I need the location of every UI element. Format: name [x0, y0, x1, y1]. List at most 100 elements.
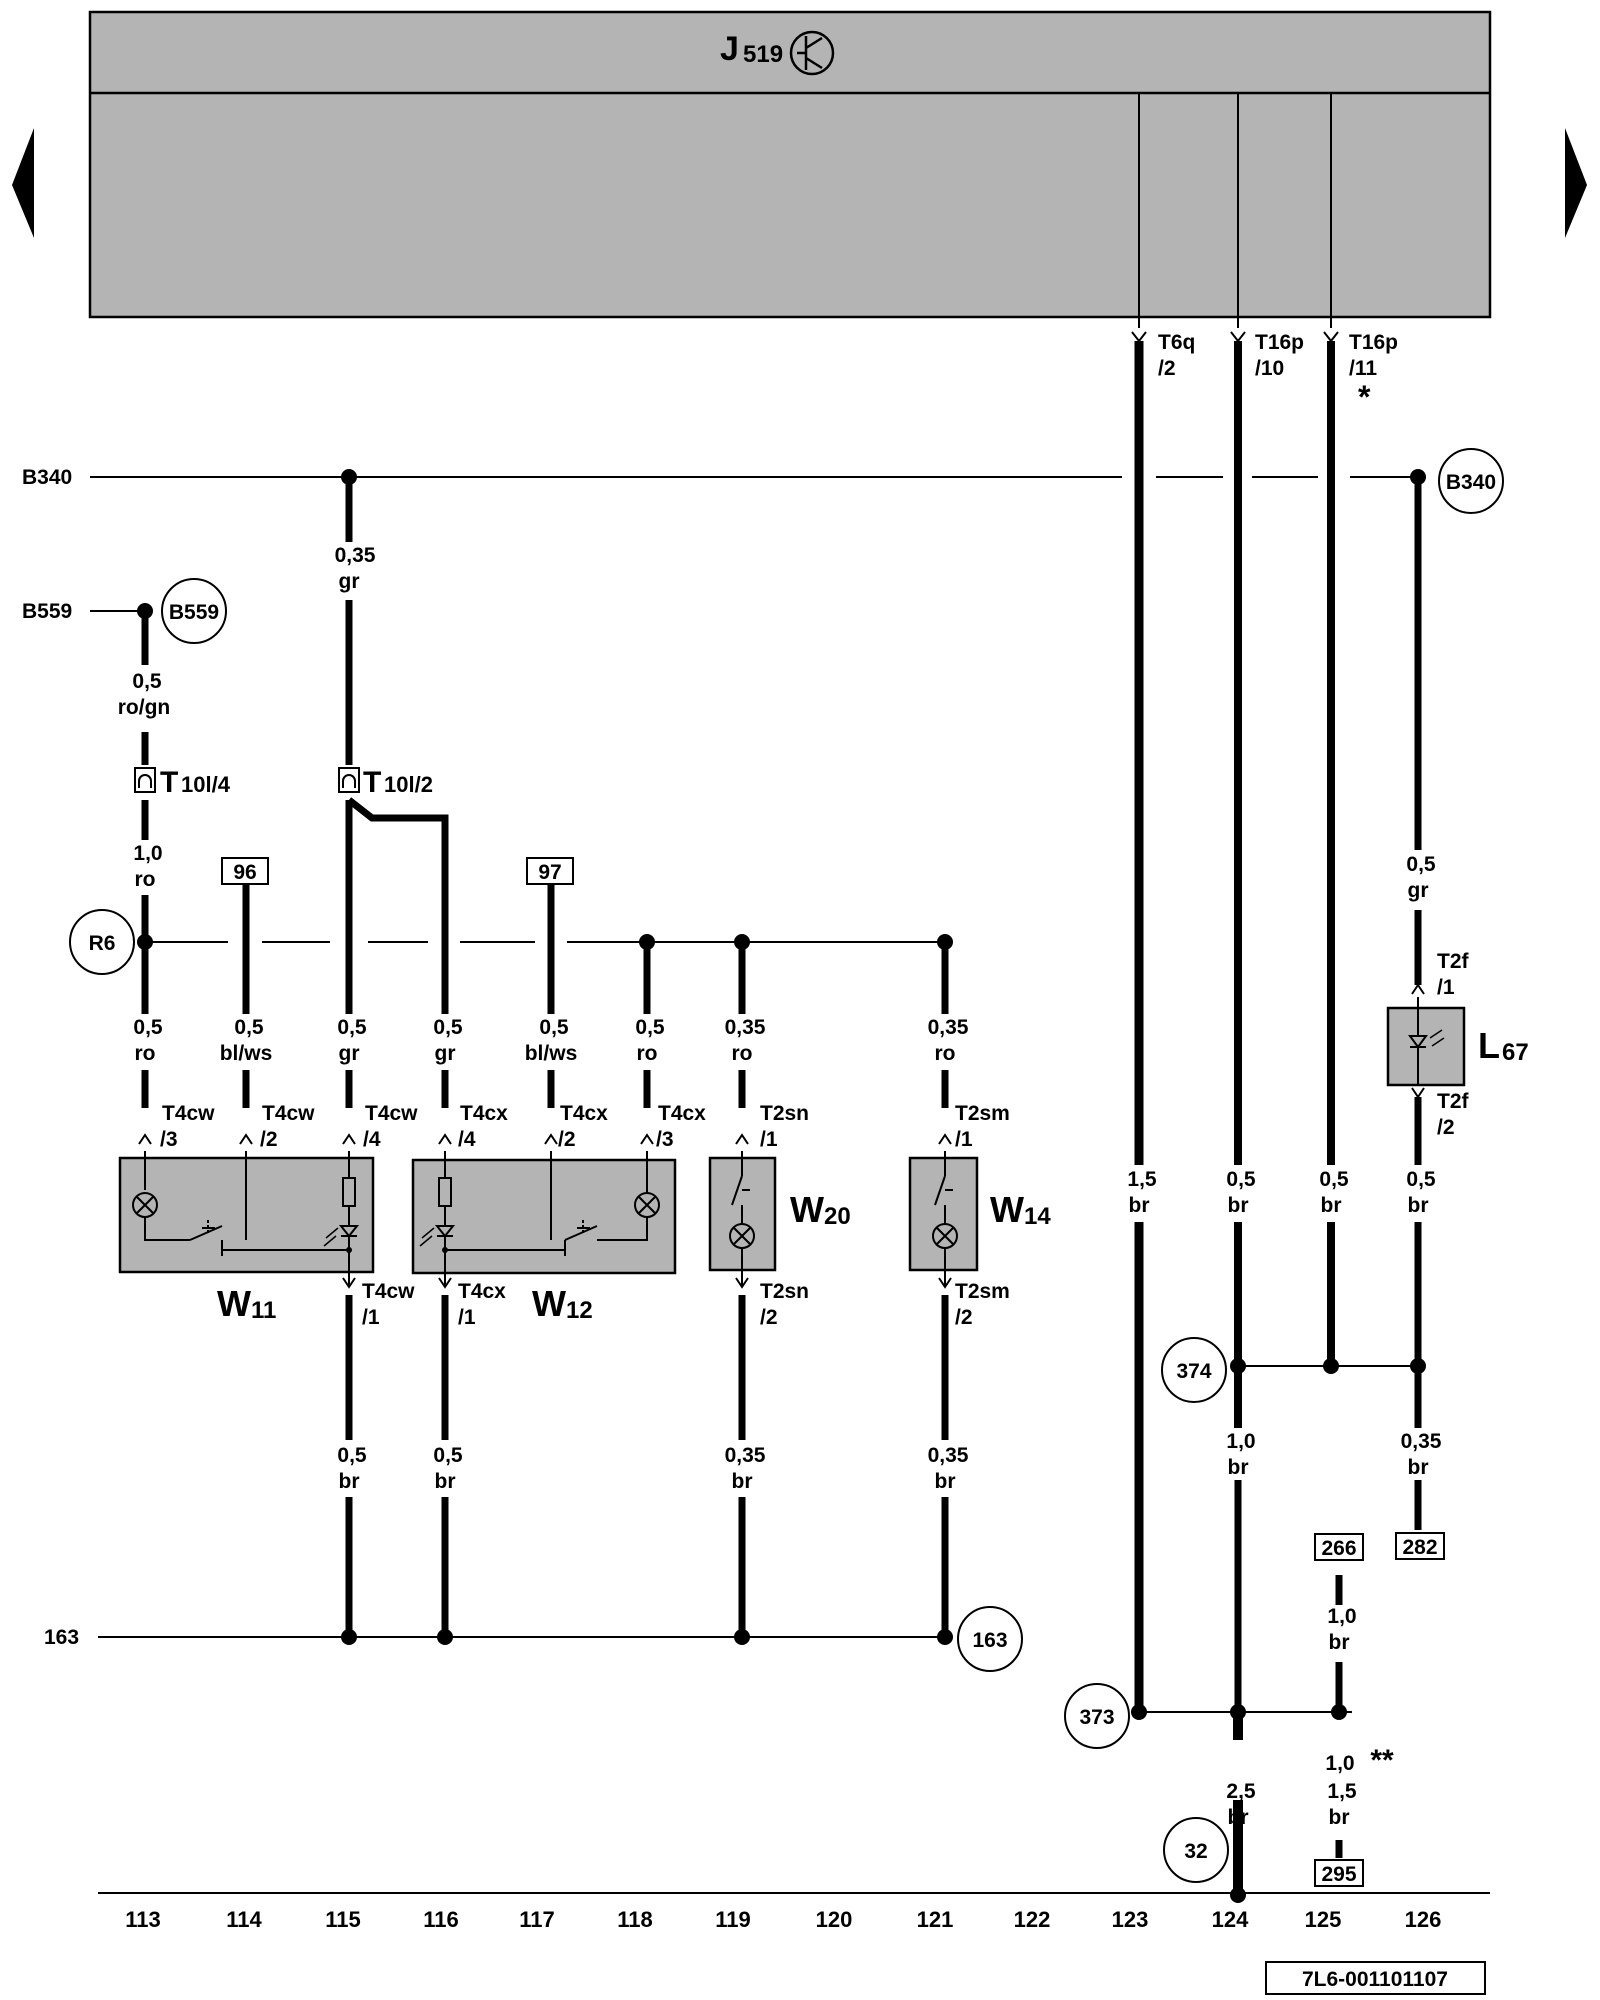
svg-text:R6: R6 [89, 932, 116, 955]
switch-icon [731, 1175, 750, 1206]
connector-t10l-4: T 10l/4 [134, 766, 231, 799]
svg-text:/2: /2 [260, 1128, 278, 1151]
svg-text:br: br [1408, 1194, 1429, 1217]
svg-text:0,35: 0,35 [335, 544, 376, 567]
junction-373: 373 [1064, 1683, 1352, 1749]
svg-text:br: br [339, 1470, 360, 1493]
svg-text:282: 282 [1402, 1536, 1437, 1559]
ground-32: 32 [1163, 1817, 1246, 1903]
svg-text:br: br [435, 1470, 456, 1493]
lamp-icon [729, 1223, 755, 1249]
component-l67: L 67 [1386, 997, 1529, 1087]
column-numbers: 113 114 115 116 117 118 119 120 121 122 … [125, 1907, 1441, 1932]
svg-text:0,35: 0,35 [725, 1016, 766, 1039]
svg-text:bl/ws: bl/ws [220, 1042, 273, 1065]
svg-text:0,5: 0,5 [1406, 853, 1436, 876]
svg-text:T2sm: T2sm [955, 1280, 1010, 1303]
svg-text:T4cw: T4cw [262, 1102, 315, 1125]
svg-text:br: br [1329, 1631, 1350, 1654]
component-label-w14: W [990, 1189, 1024, 1230]
svg-text:1,5: 1,5 [1127, 1168, 1157, 1191]
svg-text:T6q: T6q [1158, 331, 1195, 354]
svg-text:/1: /1 [1437, 976, 1455, 999]
svg-text:/1: /1 [458, 1306, 476, 1329]
svg-text:1,0: 1,0 [133, 842, 162, 865]
svg-text:97: 97 [538, 861, 561, 884]
rail-r6: R6 [69, 909, 953, 975]
svg-text:115: 115 [325, 1907, 361, 1932]
previous-page-arrow-icon[interactable] [12, 128, 34, 238]
svg-text:0,5: 0,5 [337, 1016, 367, 1039]
svg-text:0,5: 0,5 [132, 670, 162, 693]
svg-text:br: br [1228, 1456, 1249, 1479]
component-label-w20: W [790, 1189, 824, 1230]
junction-374: 374 [1161, 1337, 1426, 1403]
svg-text:11: 11 [251, 1297, 276, 1324]
svg-text:**: ** [1370, 1744, 1394, 1777]
svg-text:116: 116 [423, 1907, 459, 1932]
svg-text:114: 114 [226, 1907, 262, 1932]
electronic-unit-icon [789, 30, 835, 76]
svg-text:br: br [1228, 1806, 1249, 1829]
svg-text:119: 119 [715, 1907, 751, 1932]
svg-text:ro: ro [637, 1042, 658, 1065]
svg-text:0,35: 0,35 [725, 1444, 766, 1467]
component-w14: W 14 [908, 1151, 1051, 1287]
component-label-l67: L [1478, 1025, 1500, 1066]
control-unit-j519: J 519 [88, 10, 1492, 319]
pin-labels: T4cw /3 T4cw /2 T4cw /4 T4cw /1 T4cx /4 … [160, 950, 1470, 1329]
svg-text:124: 124 [1212, 1907, 1249, 1932]
svg-text:ro: ro [135, 1042, 156, 1065]
switch-icon [564, 1220, 598, 1241]
connector-t10l-2: T 10l/2 [338, 766, 433, 799]
svg-text:0,5: 0,5 [1406, 1168, 1436, 1191]
svg-text:1,0: 1,0 [1226, 1430, 1255, 1453]
svg-text:ro: ro [935, 1042, 956, 1065]
led-icon [1408, 1029, 1445, 1049]
svg-text:0,5: 0,5 [1226, 1168, 1256, 1191]
svg-text:295: 295 [1321, 1863, 1356, 1886]
control-unit-label: J [720, 30, 739, 68]
svg-text:T: T [160, 766, 178, 799]
svg-text:T4cw: T4cw [365, 1102, 418, 1125]
svg-text:/11: /11 [1349, 357, 1377, 380]
ref-box-97: 97 [526, 857, 574, 885]
next-page-arrow-icon[interactable] [1565, 128, 1587, 238]
svg-text:ro: ro [135, 868, 156, 891]
svg-text:/4: /4 [458, 1128, 476, 1151]
lamp-icon [634, 1192, 660, 1218]
svg-text:T2sm: T2sm [955, 1102, 1010, 1125]
document-id: 7L6-001101107 [1265, 1961, 1486, 1995]
svg-text:T16p: T16p [1349, 331, 1398, 354]
svg-text:/2: /2 [955, 1306, 973, 1329]
svg-text:374: 374 [1176, 1360, 1211, 1383]
svg-text:/3: /3 [656, 1128, 674, 1151]
svg-text:/3: /3 [160, 1128, 178, 1151]
svg-text:/2: /2 [760, 1306, 778, 1329]
svg-text:10l/2: 10l/2 [384, 772, 433, 797]
connector-t16p-11: T16p /11 * [1349, 331, 1398, 415]
rail-b340: B340 B340 [22, 448, 1504, 514]
svg-text:/2: /2 [1158, 357, 1176, 380]
svg-text:0,5: 0,5 [234, 1016, 264, 1039]
component-w20: W 20 [708, 1151, 851, 1287]
svg-text:T4cw: T4cw [362, 1280, 415, 1303]
svg-text:120: 120 [816, 1907, 853, 1932]
svg-text:T: T [363, 766, 381, 799]
svg-text:B340: B340 [1446, 471, 1496, 494]
svg-text:0,5: 0,5 [539, 1016, 569, 1039]
svg-text:br: br [1228, 1194, 1249, 1217]
component-w12: W 12 [411, 1151, 677, 1324]
svg-text:1,0: 1,0 [1325, 1752, 1354, 1775]
svg-text:0,5: 0,5 [133, 1016, 163, 1039]
svg-text:12: 12 [566, 1297, 593, 1324]
svg-text:122: 122 [1014, 1907, 1051, 1932]
ref-box-96: 96 [221, 857, 269, 885]
svg-text:br: br [1321, 1194, 1342, 1217]
svg-text:B559: B559 [22, 600, 72, 623]
svg-text:/1: /1 [760, 1128, 778, 1151]
svg-text:T4cx: T4cx [560, 1102, 608, 1125]
svg-text:br: br [935, 1470, 956, 1493]
svg-text:118: 118 [617, 1907, 653, 1932]
svg-text:br: br [732, 1470, 753, 1493]
